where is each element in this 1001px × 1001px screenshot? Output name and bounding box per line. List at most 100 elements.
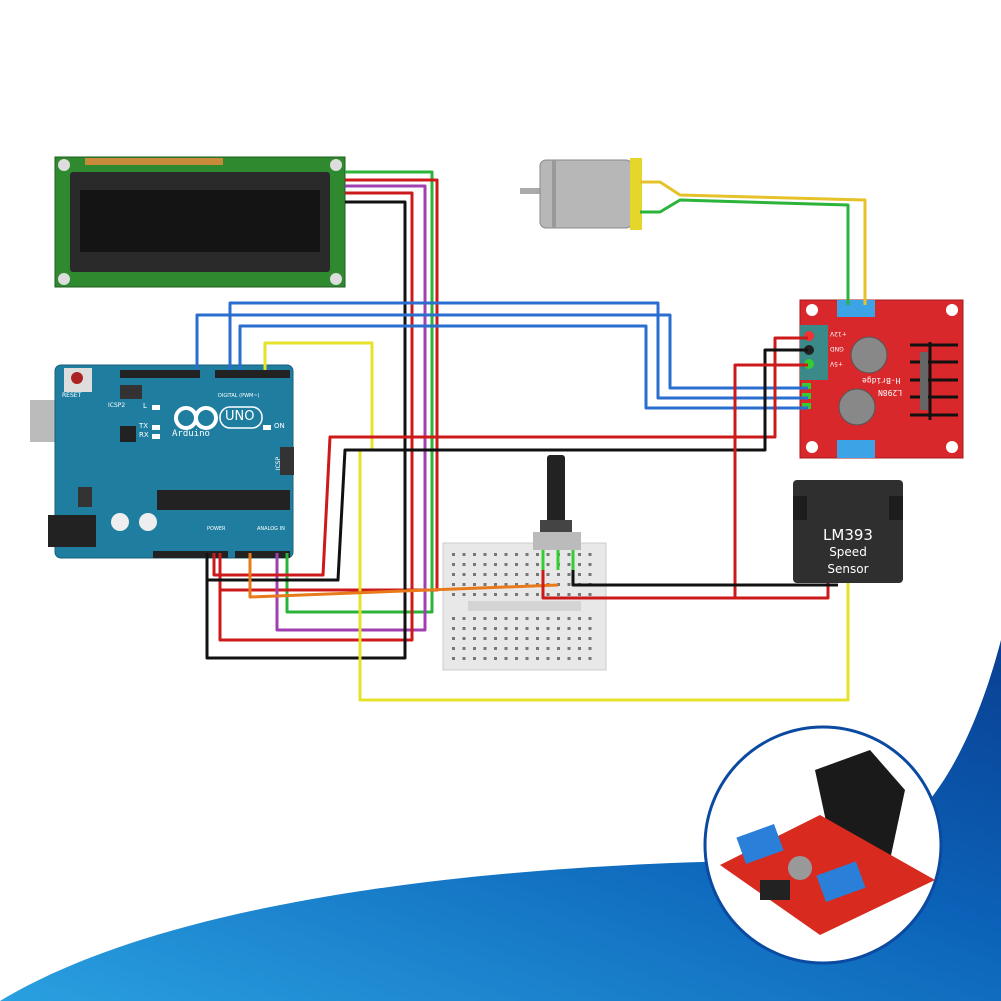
breadboard-hole: [536, 637, 539, 640]
breadboard-hole: [504, 553, 508, 556]
breadboard-hole: [473, 573, 476, 576]
breadboard-hole: [462, 657, 466, 660]
wire-black-sensor: [571, 570, 838, 587]
breadboard-hole: [504, 593, 508, 596]
breadboard-hole: [567, 627, 571, 630]
breadboard-hole: [462, 593, 466, 596]
breadboard-hole: [525, 553, 529, 556]
breadboard-hole: [578, 627, 581, 630]
breadboard-hole: [567, 617, 571, 620]
breadboard-hole: [588, 637, 592, 640]
breadboard-hole: [494, 617, 497, 620]
breadboard-hole: [483, 627, 487, 630]
led-l-label: L: [143, 402, 147, 410]
analog-label: ANALOG IN: [257, 526, 285, 532]
arduino-model: UNO: [225, 409, 255, 424]
breadboard-hole: [536, 617, 539, 620]
breadboard-hole: [536, 553, 539, 556]
breadboard-hole: [578, 593, 581, 596]
breadboard-hole: [483, 583, 487, 586]
breadboard-hole: [483, 647, 487, 650]
breadboard-hole: [578, 553, 581, 556]
breadboard-hole: [588, 657, 592, 660]
breadboard-hole: [557, 627, 560, 630]
breadboard-hole: [546, 647, 550, 650]
breadboard-hole: [588, 573, 592, 576]
breadboard-hole: [462, 553, 466, 556]
breadboard-hole: [483, 573, 487, 576]
breadboard-hole: [567, 657, 571, 660]
breadboard-hole: [452, 583, 455, 586]
breadboard-hole: [567, 637, 571, 640]
breadboard-hole: [588, 627, 592, 630]
breadboard-hole: [494, 627, 497, 630]
v5-label: +5V: [830, 360, 843, 367]
breadboard-hole: [546, 593, 550, 596]
breadboard-hole: [462, 617, 466, 620]
breadboard-hole: [525, 657, 529, 660]
breadboard-hole: [452, 627, 455, 630]
dc-motor: [520, 158, 642, 230]
arduino-board: [30, 364, 294, 559]
breadboard-hole: [536, 657, 539, 660]
breadboard-hole: [452, 657, 455, 660]
breadboard-hole: [536, 593, 539, 596]
wire-blue-1: [195, 313, 808, 390]
breadboard-hole: [483, 593, 487, 596]
wire-motor-yellow: [640, 180, 867, 305]
breadboard-hole: [504, 573, 508, 576]
inset-photo-l298n: [703, 725, 943, 965]
breadboard-hole: [452, 593, 455, 596]
breadboard-hole: [546, 637, 550, 640]
breadboard-hole: [578, 617, 581, 620]
breadboard-hole: [462, 583, 466, 586]
sensor-line1: Speed: [829, 545, 867, 559]
breadboard-hole: [525, 637, 529, 640]
breadboard-hole: [546, 573, 550, 576]
breadboard-hole: [504, 637, 508, 640]
breadboard-hole: [588, 593, 592, 596]
type-label: H-Bridge: [862, 376, 901, 385]
breadboard-hole: [557, 657, 560, 660]
v12-label: +12V: [830, 330, 847, 337]
wire-motor-green: [640, 198, 850, 305]
breadboard-hole: [473, 563, 476, 566]
breadboard-hole: [536, 573, 539, 576]
breadboard-hole: [588, 647, 592, 650]
gnd-label: GND: [830, 345, 844, 352]
breadboard-hole: [557, 593, 560, 596]
breadboard-hole: [473, 647, 476, 650]
breadboard-hole: [494, 563, 497, 566]
breadboard-hole: [473, 583, 476, 586]
breadboard-hole: [546, 553, 550, 556]
breadboard-hole: [494, 657, 497, 660]
icsp-label: ICSP: [275, 456, 283, 471]
power-label: POWER: [207, 526, 226, 532]
breadboard-hole: [515, 563, 518, 566]
reset-label: RESET: [62, 392, 82, 399]
breadboard-hole: [494, 583, 497, 586]
breadboard-hole: [515, 617, 518, 620]
breadboard-hole: [525, 647, 529, 650]
breadboard-hole: [588, 563, 592, 566]
breadboard-hole: [473, 553, 476, 556]
breadboard-hole: [546, 617, 550, 620]
breadboard-hole: [483, 617, 487, 620]
breadboard-hole: [462, 647, 466, 650]
l298n-driver: [799, 299, 964, 459]
breadboard-hole: [483, 657, 487, 660]
breadboard-hole: [578, 563, 581, 566]
breadboard-hole: [462, 637, 466, 640]
wire-red-power: [212, 336, 808, 577]
breadboard-hole: [546, 657, 550, 660]
digital-label: DIGITAL (PWM~): [218, 393, 260, 399]
breadboard-hole: [557, 573, 560, 576]
breadboard-hole: [557, 637, 560, 640]
breadboard-hole: [452, 637, 455, 640]
breadboard-hole: [557, 617, 560, 620]
wire-red-sensor-2: [735, 583, 830, 600]
breadboard-hole: [557, 583, 560, 586]
breadboard-hole: [525, 573, 529, 576]
breadboard-hole: [536, 647, 539, 650]
breadboard-hole: [515, 593, 518, 596]
